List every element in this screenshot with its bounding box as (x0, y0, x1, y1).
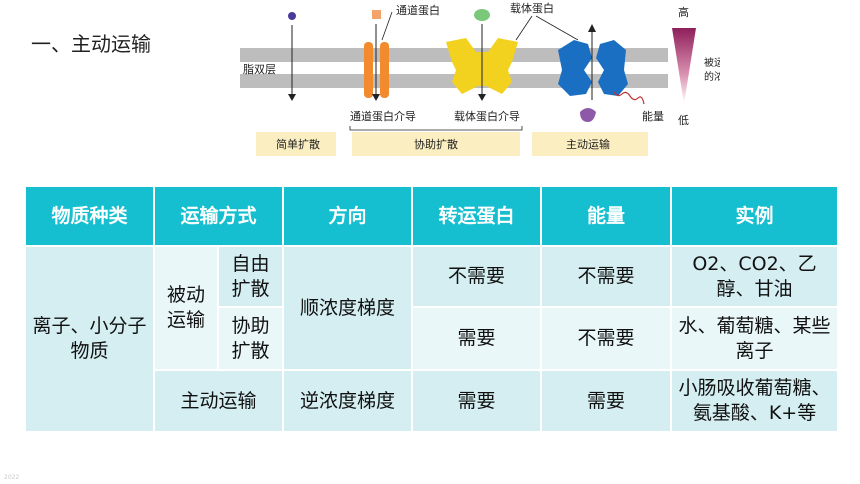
header-example: 实例 (670, 185, 840, 247)
substance-cell: 离子、小分子物质 (24, 245, 155, 433)
header-transport-mode: 运输方式 (152, 185, 285, 247)
simple-solute-dot (288, 12, 296, 20)
header-substance: 物质种类 (24, 185, 155, 247)
against-gradient-cell: 逆浓度梯度 (282, 369, 414, 433)
facilitated-bracket (349, 126, 523, 131)
header-energy: 能量 (540, 185, 673, 247)
channel-protein-right (380, 42, 389, 98)
passive-transport-cell: 被动运输 (153, 245, 219, 371)
header-transport-protein: 转运蛋白 (411, 185, 543, 247)
corner-watermark: 2022 (4, 474, 20, 481)
header-direction: 方向 (282, 185, 414, 247)
free-diffusion-cell: 自由扩散 (216, 245, 285, 308)
active-protein-cell: 需要 (411, 369, 543, 433)
gradient-triangle (672, 28, 696, 104)
channel-label-pointer (381, 11, 393, 41)
channel-protein-label: 通道蛋白 (396, 3, 440, 17)
free-energy-cell: 不需要 (540, 245, 673, 308)
facilitated-diffusion-cell: 协助扩散 (216, 306, 285, 371)
channel-solute (372, 10, 381, 19)
channel-mediated-label: 通道蛋白介导 (350, 109, 416, 123)
gradient-low-label: 低 (678, 114, 689, 127)
page-heading: 一、主动运输 (31, 32, 151, 56)
channel-arrow-head (372, 94, 380, 101)
table-header-row: 物质种类 运输方式 方向 转运蛋白 能量 实例 (24, 185, 840, 247)
simple-diffusion-box (256, 132, 336, 156)
membrane-transport-figure: 脂双层 通道蛋白 载体蛋白 能量 通道蛋白介导 载体蛋白介导 简单扩散 协助扩散… (240, 1, 720, 156)
energy-label: 能量 (642, 109, 664, 123)
membrane-label: 脂双层 (243, 62, 276, 76)
carrier-mediated-label: 载体蛋白介导 (454, 109, 520, 123)
along-gradient-cell: 顺浓度梯度 (282, 245, 414, 371)
table-row: 协助扩散 需要 不需要 水、葡萄糖、某些离子 (25, 306, 840, 371)
pump-protein (558, 40, 592, 96)
free-protein-cell: 不需要 (411, 245, 543, 308)
active-transport-cell: 主动运输 (152, 369, 285, 433)
gradient-caption-line1: 被运输物质 (704, 56, 720, 69)
active-transport-box (532, 132, 648, 156)
active-transport-label: 主动运输 (566, 137, 610, 151)
carrier-label-pointer-1 (515, 15, 533, 41)
gradient-high-label: 高 (678, 5, 689, 19)
carrier-label-pointer-2 (535, 15, 579, 41)
table-row: 主动运输 逆浓度梯度 需要 需要 小肠吸收葡萄糖、氨基酸、K+等 (25, 369, 840, 433)
transport-comparison-table: 物质种类 运输方式 方向 转运蛋白 能量 实例 离子、小分子物质 被动运输 自由… (24, 185, 840, 433)
free-example-cell: O2、CO2、乙醇、甘油 (670, 245, 840, 308)
active-energy-cell: 需要 (540, 369, 673, 433)
simple-diffusion-label: 简单扩散 (276, 137, 320, 151)
active-arrow-head (588, 24, 596, 32)
facilitated-diffusion-label: 协助扩散 (414, 137, 458, 151)
gradient-caption-line2: 的浓度梯度 (704, 70, 720, 83)
simple-arrow-head (288, 94, 296, 101)
facilitated-energy-cell: 不需要 (540, 306, 673, 371)
facilitated-diffusion-box (352, 132, 520, 156)
pump-protein-right (596, 40, 628, 96)
table-row: 离子、小分子物质 被动运输 自由扩散 顺浓度梯度 不需要 不需要 O2、CO2、… (24, 245, 840, 433)
facilitated-protein-cell: 需要 (411, 306, 543, 371)
energy-squiggle (613, 91, 645, 105)
channel-protein-left (364, 42, 373, 98)
carrier-protein-label: 载体蛋白 (510, 1, 554, 15)
carrier-solute (474, 9, 490, 21)
carrier-arrow-head (478, 94, 486, 101)
facilitated-example-cell: 水、葡萄糖、某些离子 (670, 306, 840, 371)
active-example-cell: 小肠吸收葡萄糖、氨基酸、K+等 (670, 369, 840, 433)
atp-blob (580, 108, 596, 122)
